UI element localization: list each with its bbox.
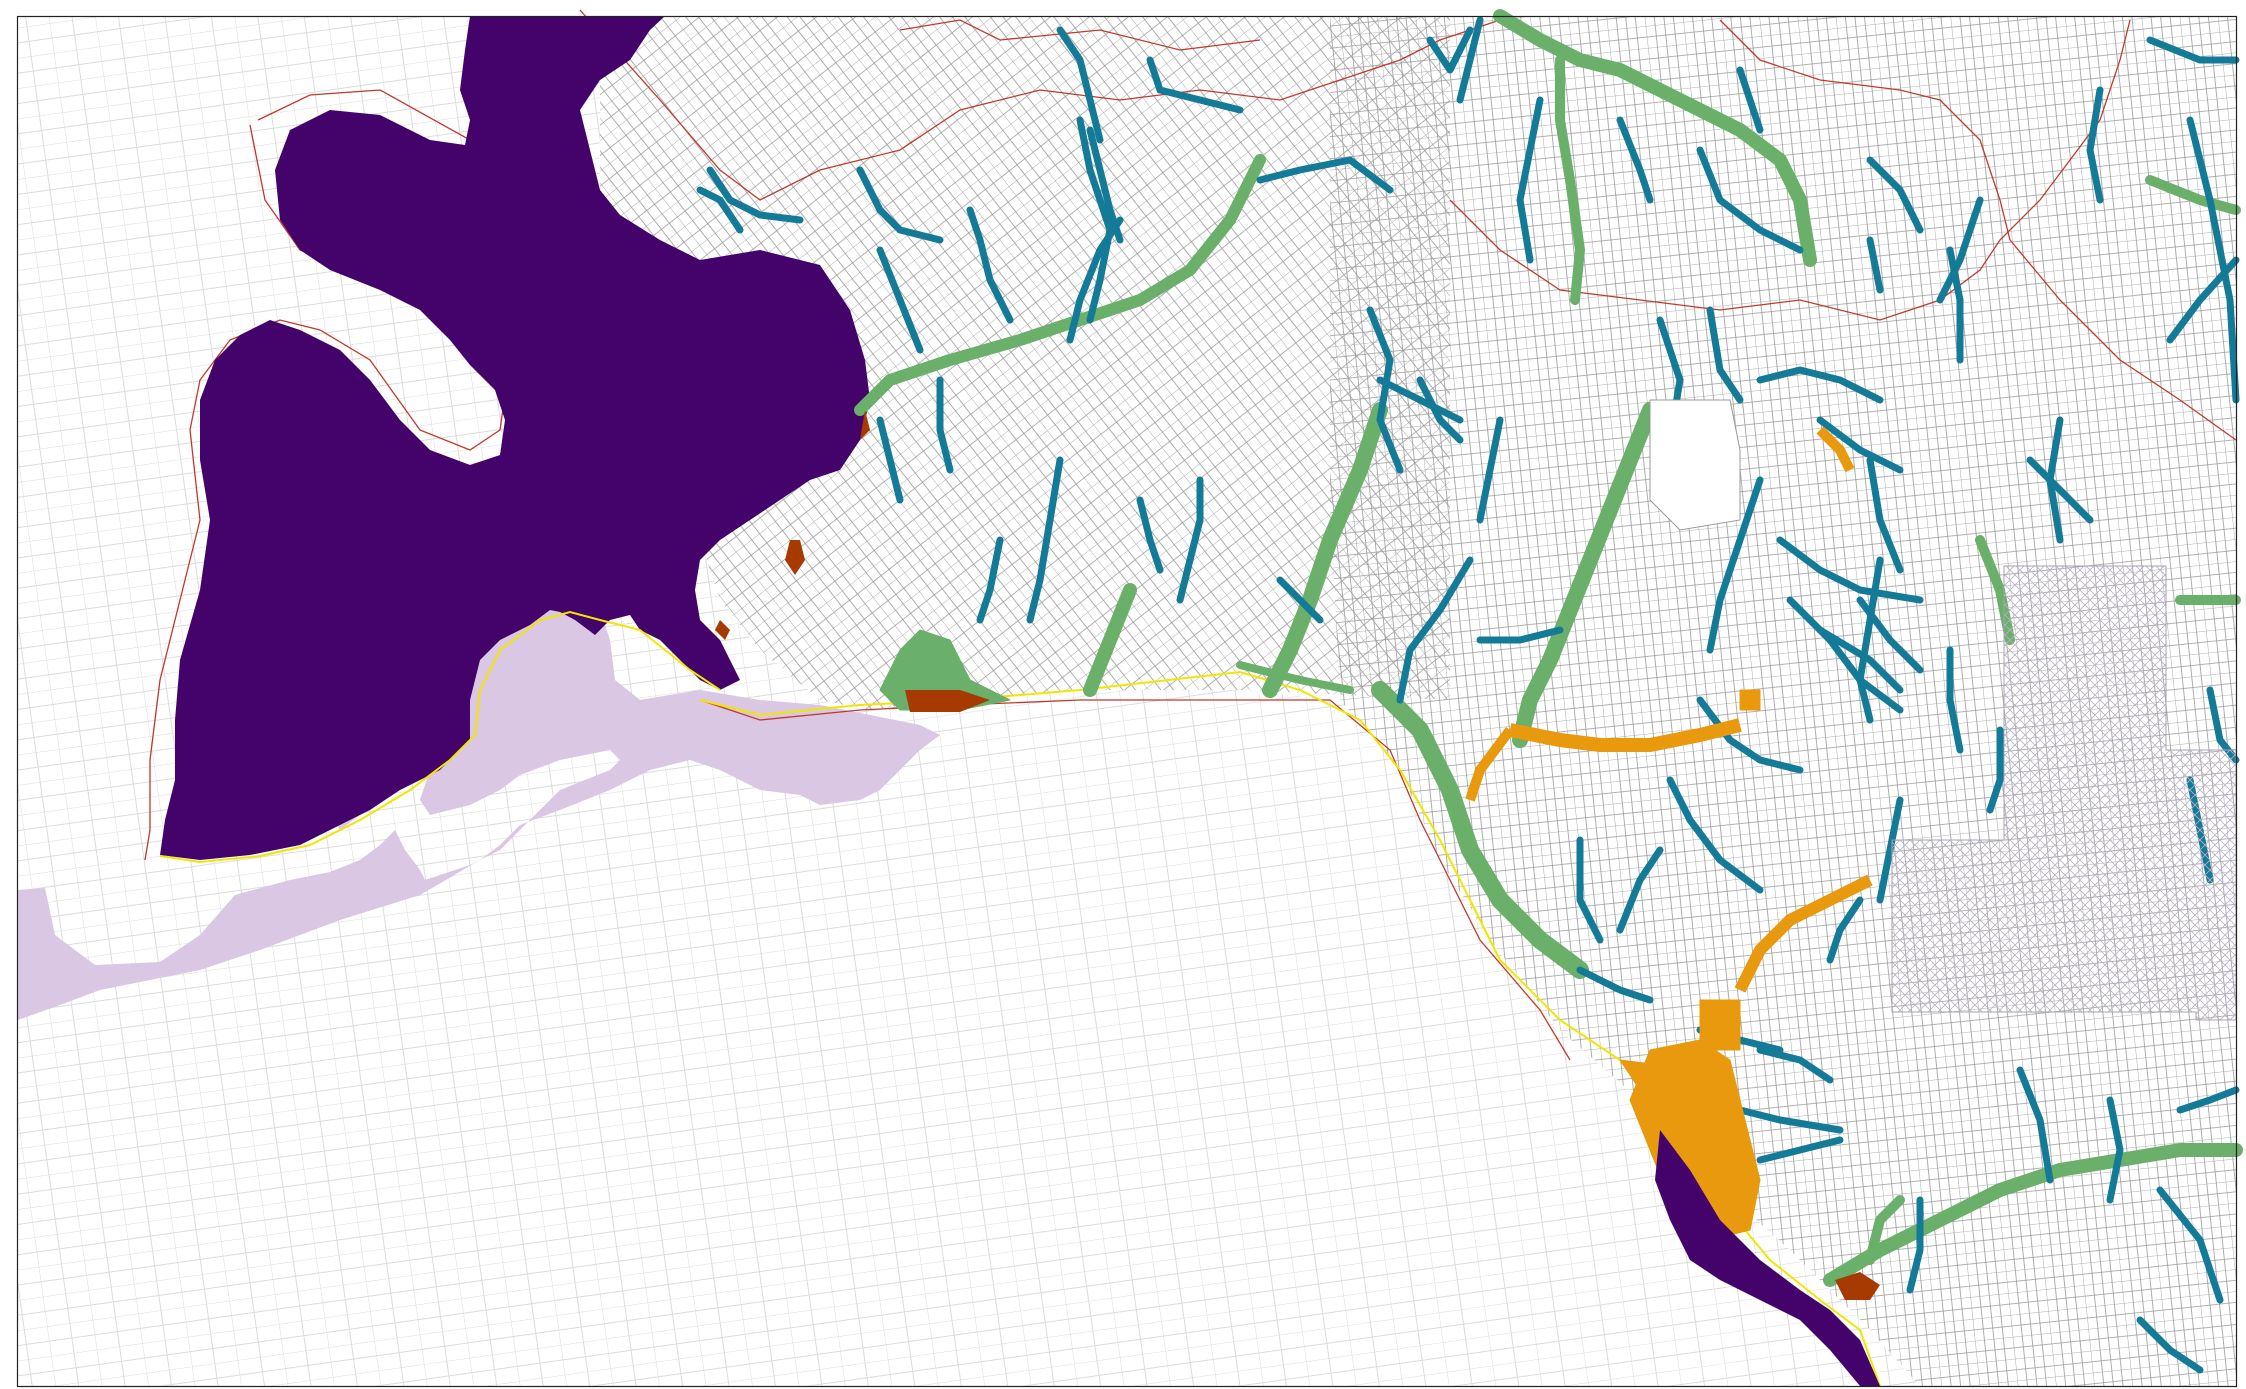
south-purple-water-strip — [1655, 1130, 1880, 1386]
green-reserves — [854, 9, 2243, 1287]
hatched-zone — [1891, 565, 2237, 1021]
inner-lot — [1649, 399, 1741, 531]
deep-water-body — [160, 16, 870, 860]
creek-network — [696, 16, 2240, 1374]
lavender-tidal-flats — [18, 690, 940, 1020]
dense-urban-grid — [600, 16, 2236, 1386]
brown-zones — [715, 410, 1880, 1300]
map-border — [16, 15, 2238, 1388]
orange-zones — [1465, 426, 1873, 1241]
